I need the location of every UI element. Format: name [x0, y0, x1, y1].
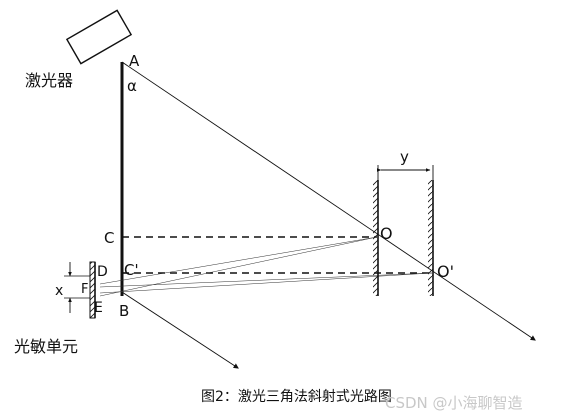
- surface-o-prime: [428, 180, 434, 296]
- photosensitive-unit: [89, 261, 96, 319]
- sensor-label: 光敏单元: [14, 337, 78, 356]
- label-alpha: α: [127, 77, 137, 95]
- reflected-ray-arrow: [121, 291, 239, 369]
- scatter-ray-o-to-d: [99, 236, 378, 285]
- label-o: O: [380, 224, 393, 243]
- laser-beam: [121, 61, 536, 341]
- watermark: CSDN @小海聊智造: [385, 394, 523, 412]
- laser-emitter: [65, 9, 133, 65]
- label-f: F: [81, 282, 88, 297]
- label-b: B: [119, 302, 129, 320]
- dimension-x: [64, 262, 90, 313]
- scatter-ray-o-to-e: [99, 236, 378, 297]
- dimension-y: [376, 165, 434, 180]
- label-d: D: [97, 264, 108, 280]
- label-x: x: [55, 283, 63, 299]
- scatter-ray-o-prime-to-d: [99, 272, 433, 288]
- scatter-ray-o-prime-to-e: [99, 272, 433, 294]
- label-e: E: [94, 300, 103, 316]
- laser-label: 激光器: [25, 71, 73, 90]
- label-c-prime: C': [124, 261, 139, 279]
- surface-o: [373, 180, 379, 296]
- label-y: y: [400, 148, 409, 166]
- label-a: A: [129, 52, 140, 70]
- label-c: C: [104, 229, 114, 247]
- figure-caption: 图2：激光三角法斜射式光路图: [201, 388, 392, 405]
- label-o-prime: O': [437, 262, 454, 281]
